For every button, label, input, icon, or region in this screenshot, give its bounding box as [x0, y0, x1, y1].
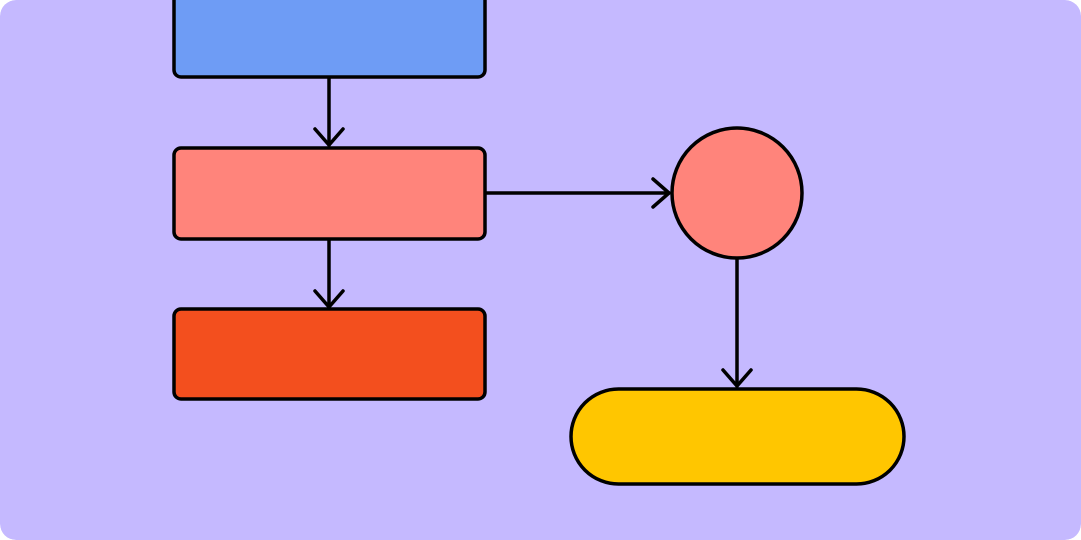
edge-middle-to-circle: [484, 177, 671, 209]
node-top-rect: [172, 0, 487, 79]
node-bottom-rect: [172, 307, 487, 401]
edge-top-to-middle: [313, 76, 345, 147]
node-circle: [670, 126, 804, 260]
edge-circle-to-terminal: [721, 257, 753, 388]
edge-middle-to-bottom: [313, 238, 345, 309]
node-middle-rect: [172, 146, 487, 241]
node-terminal-pill: [569, 387, 906, 486]
